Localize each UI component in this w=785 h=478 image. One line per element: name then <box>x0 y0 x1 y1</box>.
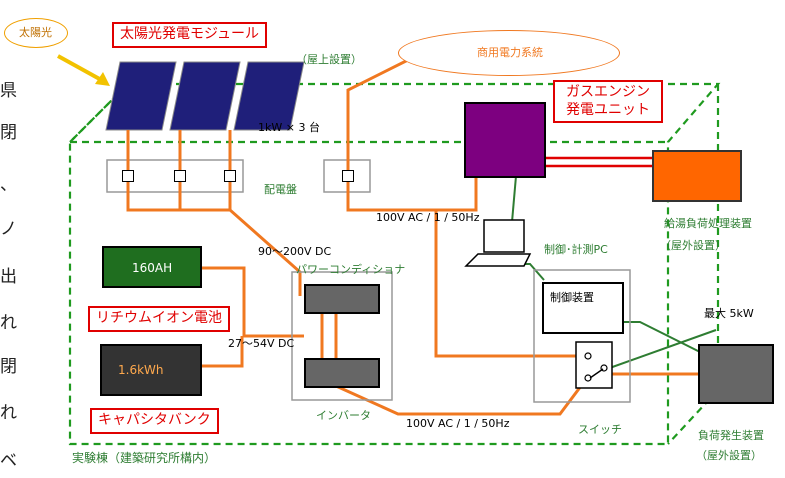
commercial-grid-label: 商用電力系統 <box>477 46 543 59</box>
side-text-char: 、 <box>0 175 17 195</box>
side-text-char: れ <box>0 313 17 333</box>
solar-panel-icon <box>105 61 305 131</box>
capacitor-bank-label: キャパシタバンク <box>90 408 219 434</box>
pcs-upper-block <box>304 284 380 314</box>
distribution-board-frame-1 <box>106 159 244 193</box>
lithium-label: リチウムイオン電池 <box>88 306 230 332</box>
sun-icon: 太陽光 <box>4 18 68 48</box>
max-load-label: 最大 5kW <box>704 307 754 320</box>
sun-label: 太陽光 <box>19 26 52 39</box>
side-text-char: 県 <box>0 81 17 101</box>
distribution-board-label: 配電盤 <box>264 183 297 196</box>
ac-upper-label: 100V AC / 1 / 50Hz <box>376 211 480 224</box>
building-label: 実験棟（建築研究所構内） <box>72 451 217 465</box>
hot-water-unit <box>652 150 742 202</box>
laptop-icon <box>464 219 532 267</box>
control-pc-label: 制御･計測PC <box>544 243 608 256</box>
hot-water-label: 給湯負荷処理装置 <box>664 217 752 230</box>
solar-module-label: 太陽光発電モジュール <box>112 22 268 48</box>
dc-low-label: 27～54V DC <box>228 337 295 350</box>
load-gen-label: 負荷発生装置 <box>698 429 764 442</box>
switch-label: スイッチ <box>578 423 622 436</box>
battery-block: 160AH <box>102 246 202 288</box>
battery-value: 160AH <box>132 261 173 275</box>
controller-block: 制御装置 <box>542 282 624 334</box>
power-conditioner-label: パワーコンディショナ <box>296 263 406 276</box>
sun-arrow-head <box>95 72 110 86</box>
gas-engine-label: ガスエンジン 発電ユニット <box>553 80 663 123</box>
roof-label: （屋上設置） <box>296 53 362 66</box>
dc-range-label: 90～200V DC <box>258 245 332 258</box>
pcs-enclosure <box>291 271 393 401</box>
inverter-label: インバータ <box>316 409 371 422</box>
switch-icon <box>575 341 613 389</box>
side-text-char: 閉 <box>0 357 17 377</box>
inverter-block <box>304 358 380 388</box>
hot-water-location: （屋外設置） <box>660 239 726 252</box>
building-boundary-top <box>69 83 129 143</box>
junction-1 <box>122 170 134 182</box>
commercial-grid: 商用電力系統 <box>398 30 620 76</box>
side-text-char: ノ <box>0 219 17 239</box>
junction-4 <box>342 170 354 182</box>
load-gen-location: （屋外設置） <box>696 449 762 462</box>
signal-lines <box>496 175 717 371</box>
solar-capacity: 1kW × 3 台 <box>258 121 320 134</box>
sun-arrow <box>57 54 106 84</box>
ac-lower-label: 100V AC / 1 / 50Hz <box>406 417 510 430</box>
capacitor-block: 1.6kWh <box>100 344 202 396</box>
side-text-char: れ <box>0 403 17 423</box>
power-lines <box>126 52 698 416</box>
gas-engine-unit <box>464 102 546 178</box>
junction-2 <box>174 170 186 182</box>
side-text-char: ベ <box>0 451 17 471</box>
side-text-char: 出 <box>0 267 17 287</box>
side-text-char: 閉 <box>0 123 17 143</box>
control-enclosure <box>533 269 631 403</box>
capacitor-value: 1.6kWh <box>118 363 164 377</box>
junction-3 <box>224 170 236 182</box>
controller-label: 制御装置 <box>550 291 594 304</box>
load-generator <box>698 344 774 404</box>
